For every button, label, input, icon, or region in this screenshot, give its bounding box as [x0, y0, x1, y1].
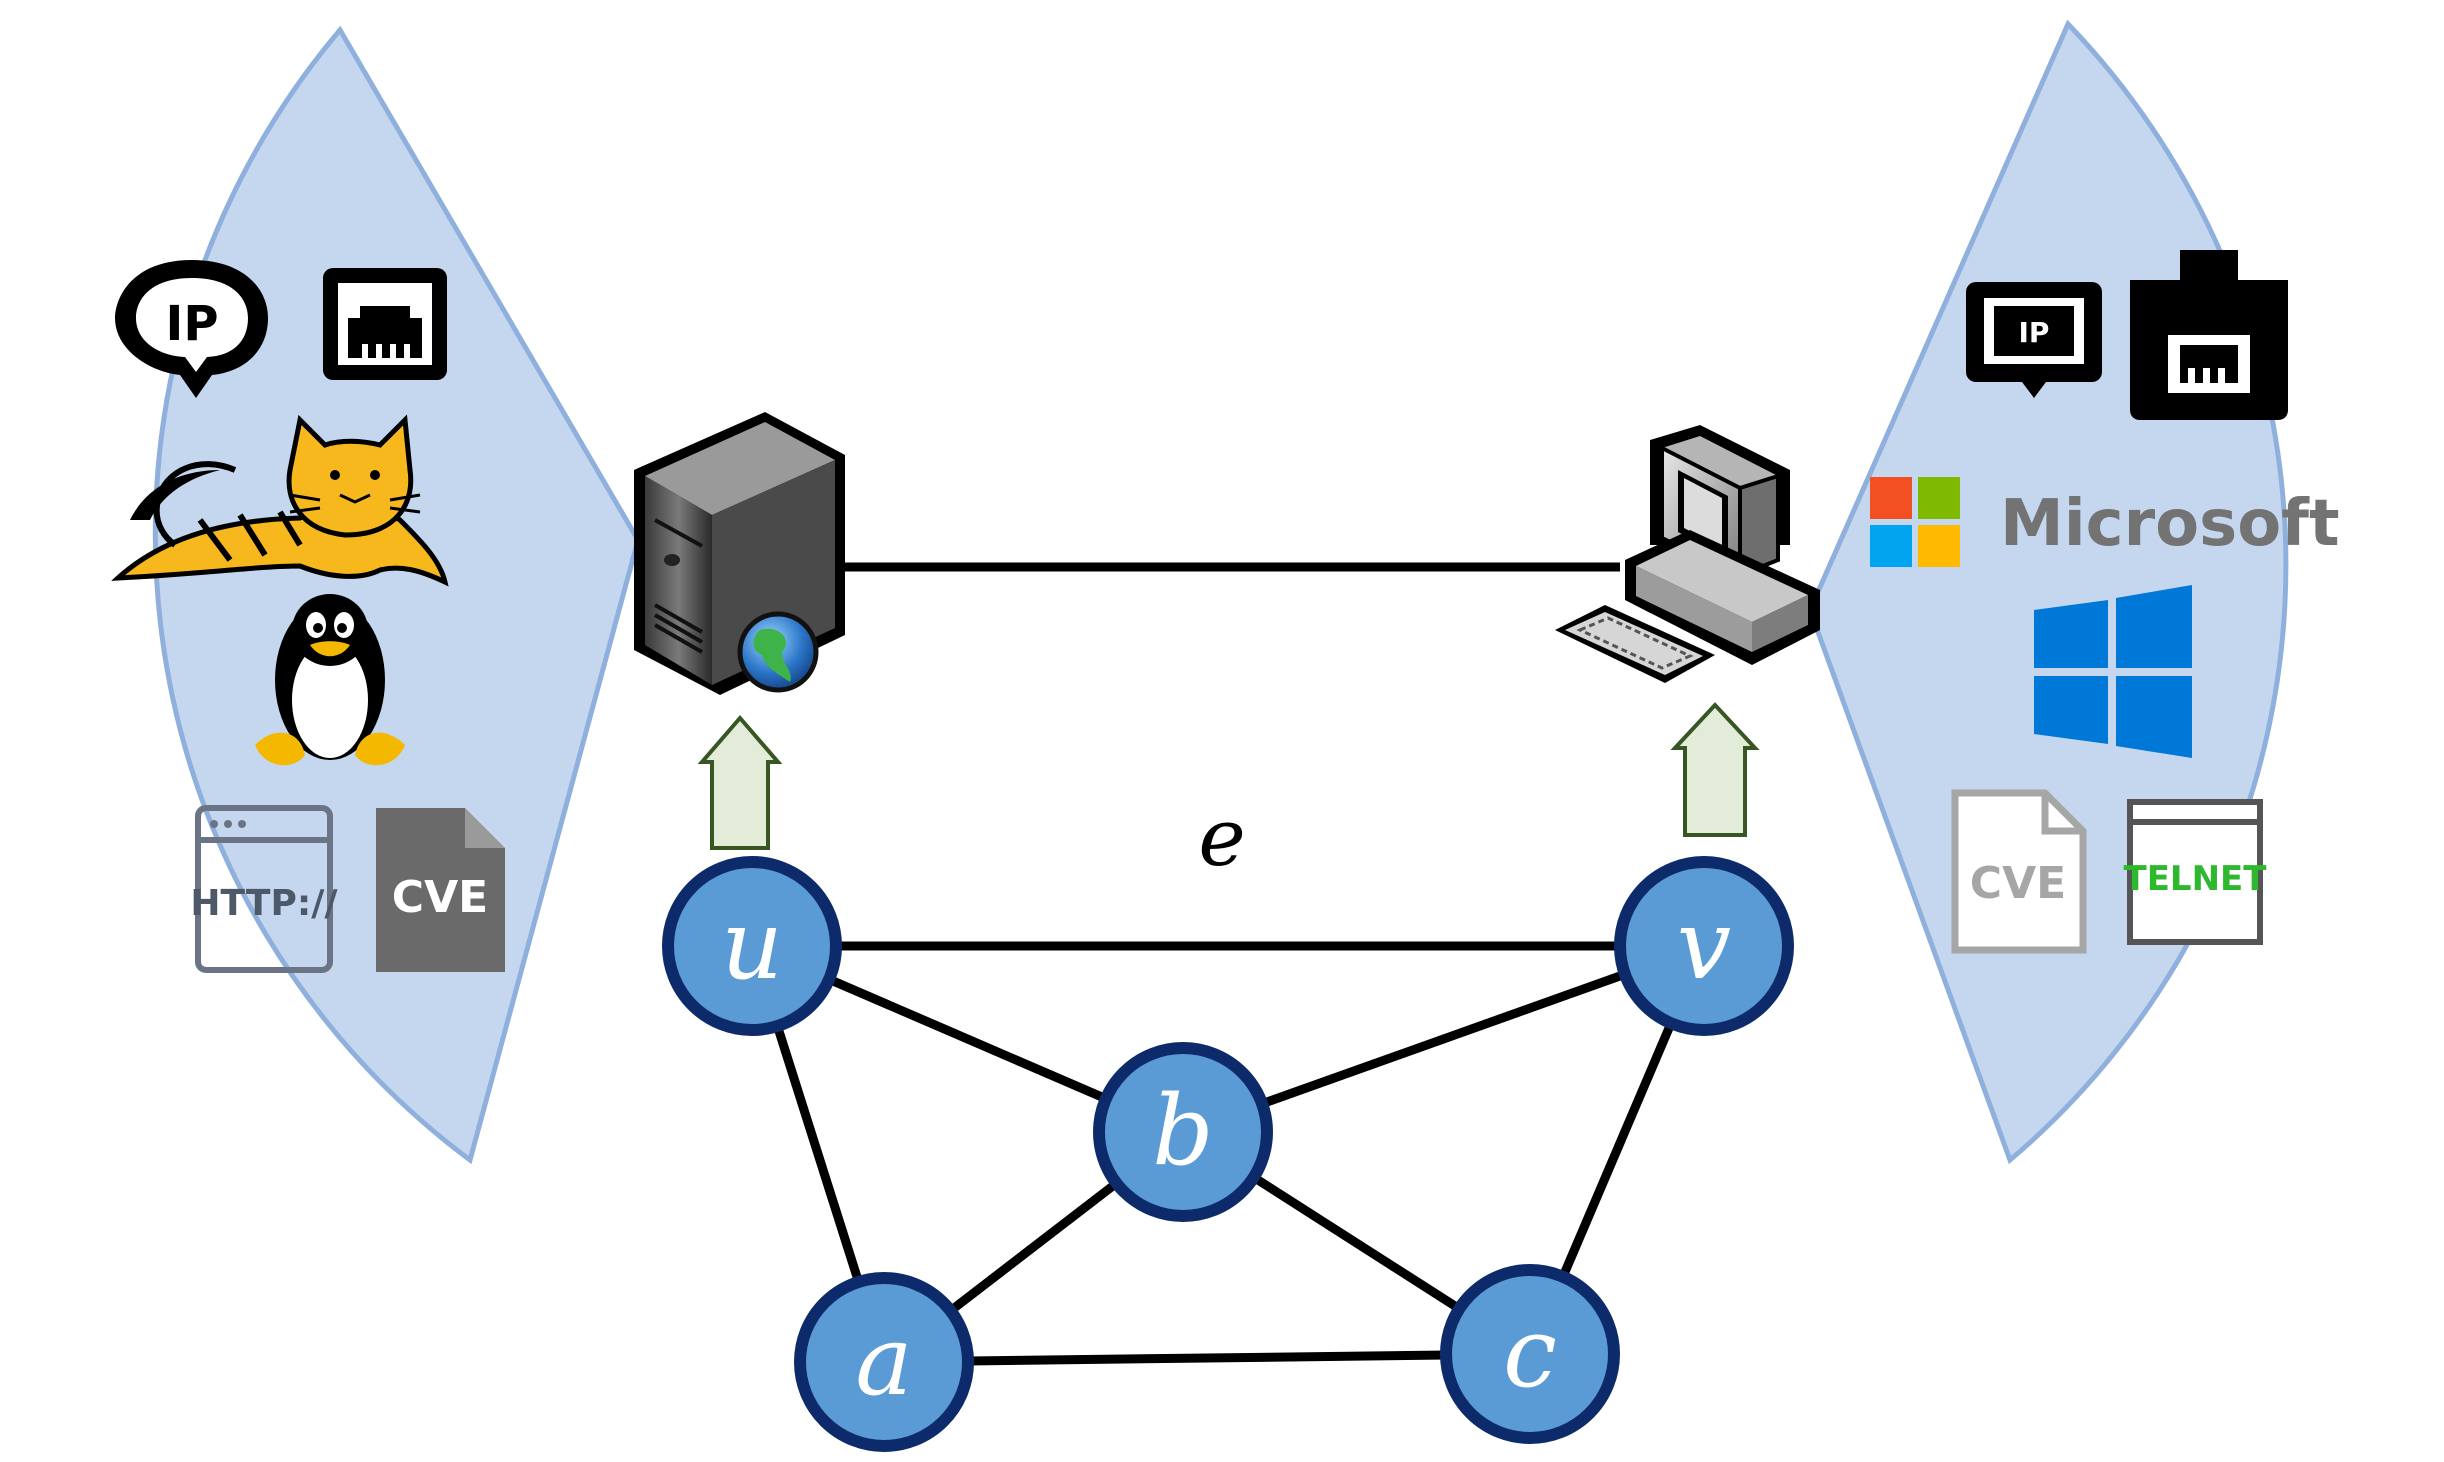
http-icon-text: HTTP://	[190, 883, 338, 924]
node-b-label: b	[1152, 1075, 1213, 1187]
right-attribute-fan	[1807, 19, 2289, 1165]
microsoft-text: Microsoft	[2000, 487, 2340, 561]
node-a: a	[794, 1272, 974, 1452]
node-b-circle	[1093, 1042, 1273, 1222]
cve-left-text: CVE	[392, 872, 488, 923]
node-b: b	[1093, 1042, 1273, 1222]
tomcat-icon	[111, 414, 449, 587]
cve-file-icon-left: CVE	[376, 808, 505, 972]
ip-right-text: IP	[2019, 316, 2050, 349]
microsoft-logo-icon: Microsoft	[1870, 477, 2340, 567]
node-u: u	[662, 856, 842, 1036]
node-c-label: c	[1503, 1297, 1557, 1409]
node-v-circle	[1614, 856, 1794, 1036]
edge-label-e: e	[1198, 791, 1245, 884]
http-browser-icon: HTTP://	[190, 805, 338, 973]
edge-b-v	[1181, 941, 1706, 1137]
node-v-label: v	[1677, 889, 1731, 1001]
ip-icon-text: IP	[165, 296, 218, 352]
ip-monitor-icon: IP	[1966, 282, 2102, 398]
left-attribute-fan	[152, 25, 641, 1165]
node-u-label: u	[721, 889, 783, 1001]
windows-logo-icon	[2034, 585, 2192, 758]
ip-icon: IP	[115, 260, 268, 398]
node-u-circle	[662, 856, 842, 1036]
cve-right-text: CVE	[1970, 858, 2066, 909]
arrow-u-to-server	[697, 714, 783, 850]
ethernet-plug-icon	[2130, 250, 2288, 420]
web-server-icon	[634, 412, 845, 695]
telnet-text: TELNET	[2124, 859, 2268, 899]
edge-a-c	[883, 1349, 1531, 1367]
workstation-icon	[1555, 425, 1820, 683]
linux-penguin-icon	[255, 594, 405, 766]
node-a-circle	[794, 1272, 974, 1452]
cve-file-icon-right: CVE	[1951, 789, 2087, 954]
graph-nodes: u v b a c	[662, 856, 1794, 1452]
node-a-label: a	[855, 1305, 912, 1417]
node-c-circle	[1440, 1264, 1620, 1444]
telnet-window-icon: TELNET	[2124, 799, 2268, 945]
ethernet-port-icon	[323, 268, 447, 380]
node-v: v	[1614, 856, 1794, 1036]
arrow-v-to-workstation	[1670, 702, 1760, 837]
node-c: c	[1440, 1264, 1620, 1444]
